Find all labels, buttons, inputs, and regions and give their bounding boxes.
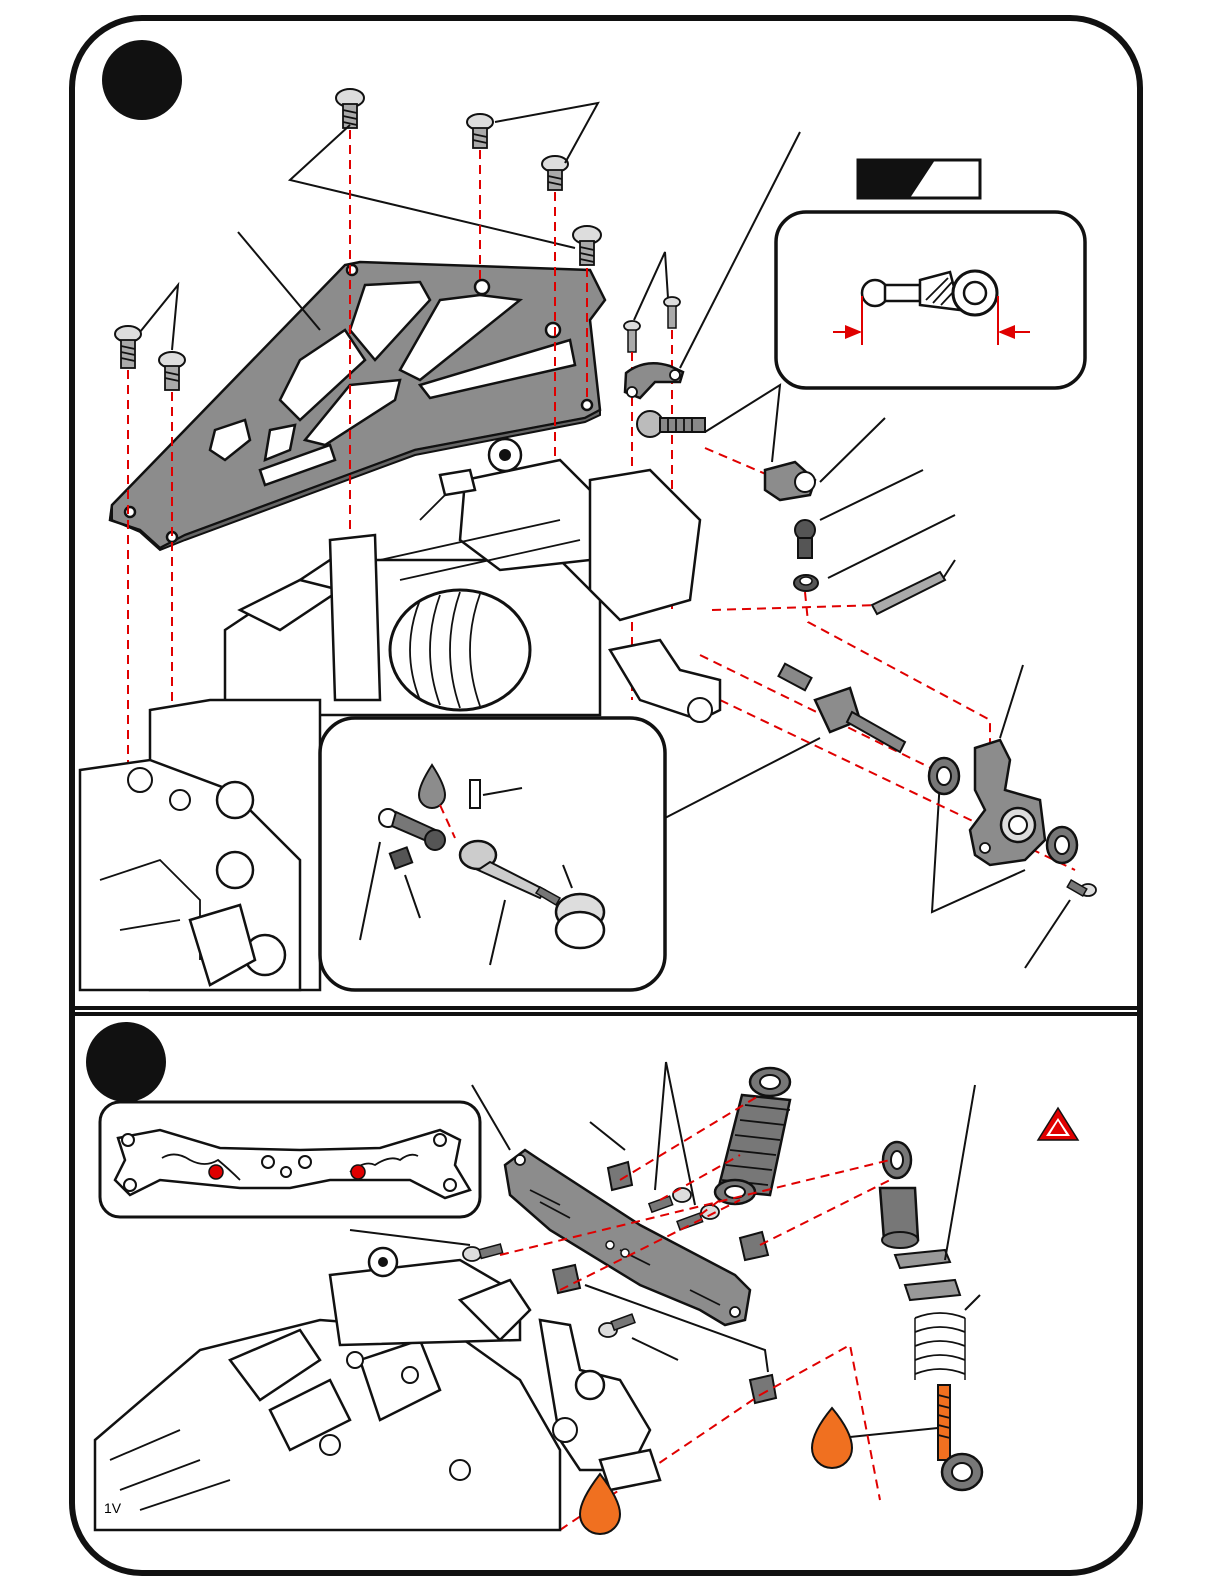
axle-detail-inset — [320, 718, 665, 990]
step-badge-lower — [86, 1022, 166, 1102]
turnbuckle-inset — [776, 212, 1085, 388]
page-footer-mark: 1V — [104, 1500, 121, 1516]
shock-tower-position-inset — [100, 1102, 480, 1217]
black-white-length-badge — [858, 160, 980, 198]
step-badge-upper — [102, 40, 182, 120]
